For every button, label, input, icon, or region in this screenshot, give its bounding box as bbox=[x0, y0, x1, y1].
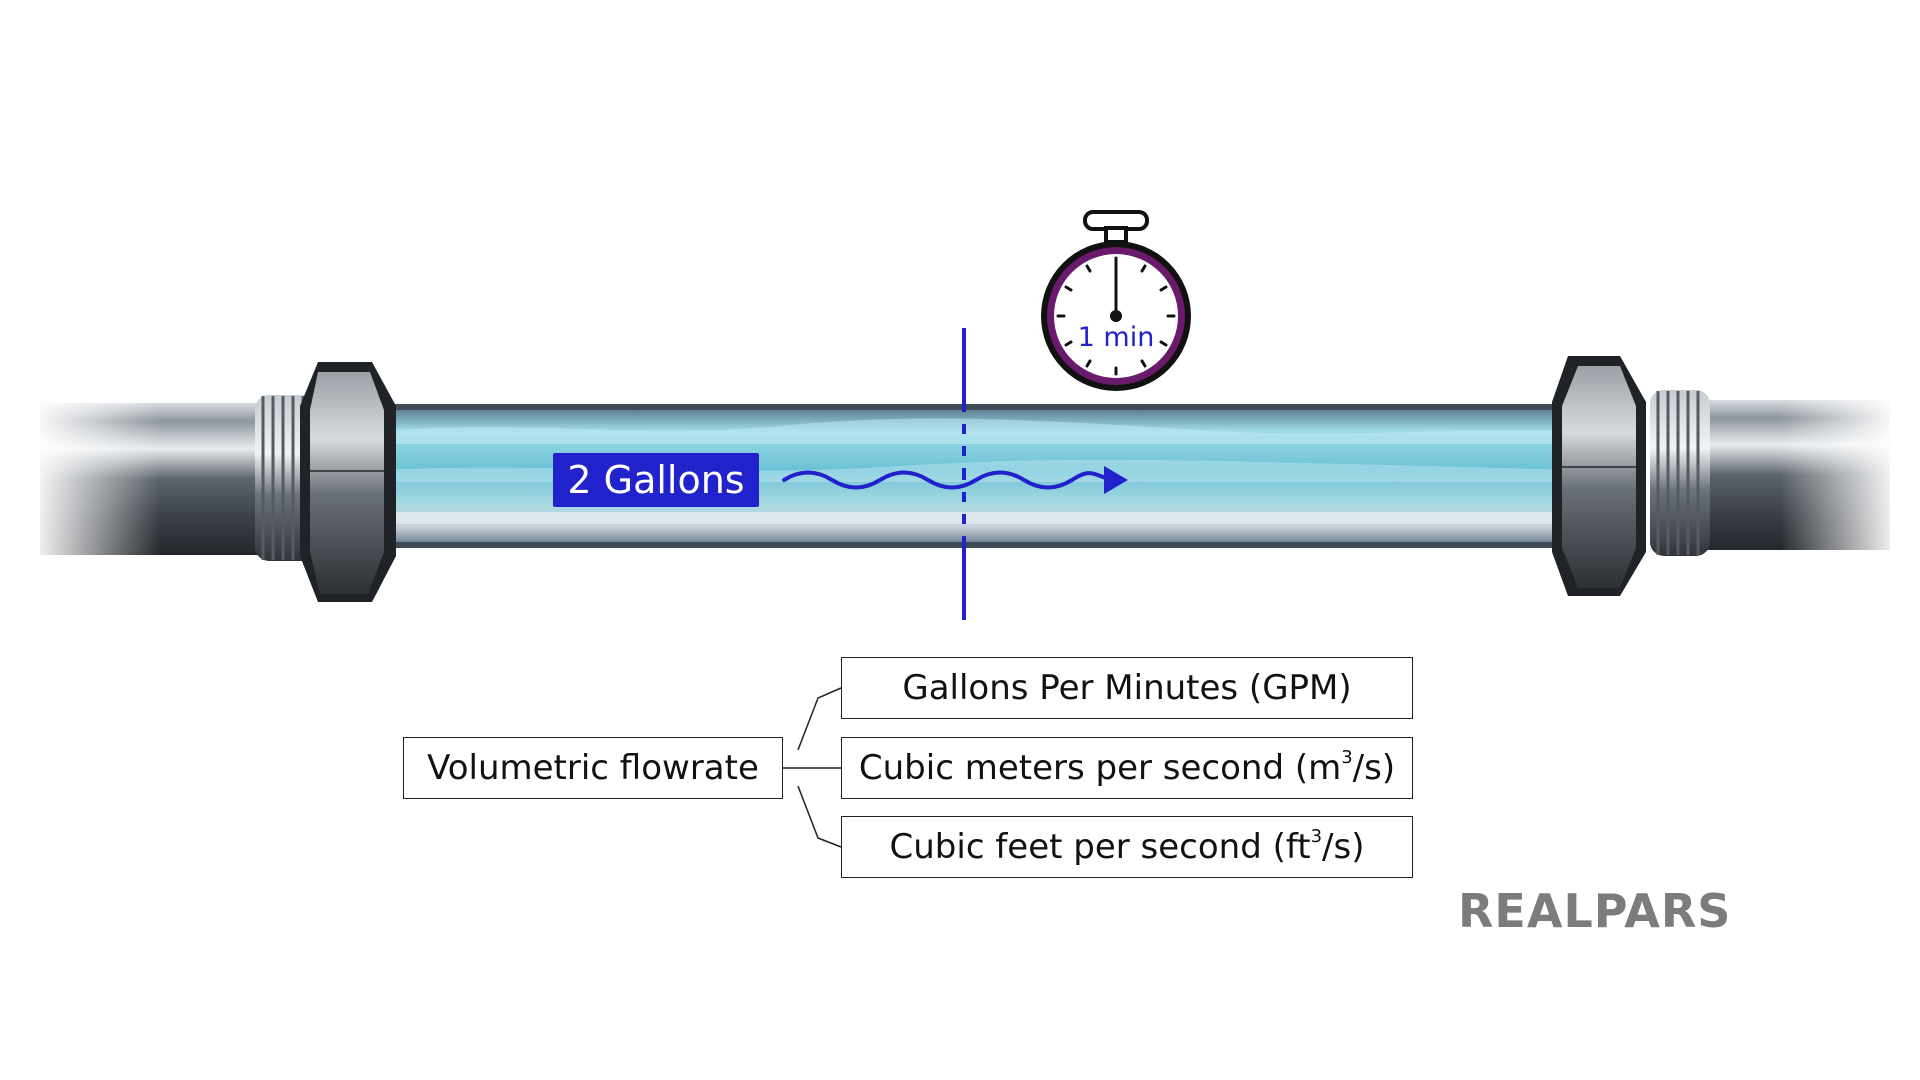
flow-arrow-icon bbox=[782, 466, 1128, 494]
timer-label: 1 min bbox=[1077, 322, 1155, 353]
brand-logo: REALPARS bbox=[1458, 884, 1732, 938]
stopwatch-icon bbox=[1041, 210, 1191, 391]
unit-exponent: 3 bbox=[1310, 825, 1323, 847]
unit-label: Gallons Per Minutes (GPM) bbox=[902, 668, 1352, 708]
unit-label: Cubic meters per second (m bbox=[858, 748, 1342, 788]
unit-suffix: /s) bbox=[1352, 748, 1396, 788]
diagram-connectors bbox=[783, 687, 842, 848]
hex-nut-icon bbox=[1552, 356, 1646, 596]
volume-badge: 2 Gallons bbox=[553, 453, 759, 507]
unit-suffix: /s) bbox=[1322, 827, 1365, 867]
unit-exponent: 3 bbox=[1341, 746, 1353, 768]
unit-label: Cubic feet per second (ft bbox=[889, 827, 1311, 867]
hex-nut-icon bbox=[300, 362, 396, 602]
right-thread bbox=[1650, 390, 1710, 556]
unit-node-m3s: Cubic meters per second (m3/s) bbox=[841, 737, 1413, 799]
unit-node-gpm: Gallons Per Minutes (GPM) bbox=[841, 657, 1413, 719]
unit-node-ft3s: Cubic feet per second (ft3/s) bbox=[841, 816, 1413, 878]
root-node: Volumetric flowrate bbox=[403, 737, 783, 799]
